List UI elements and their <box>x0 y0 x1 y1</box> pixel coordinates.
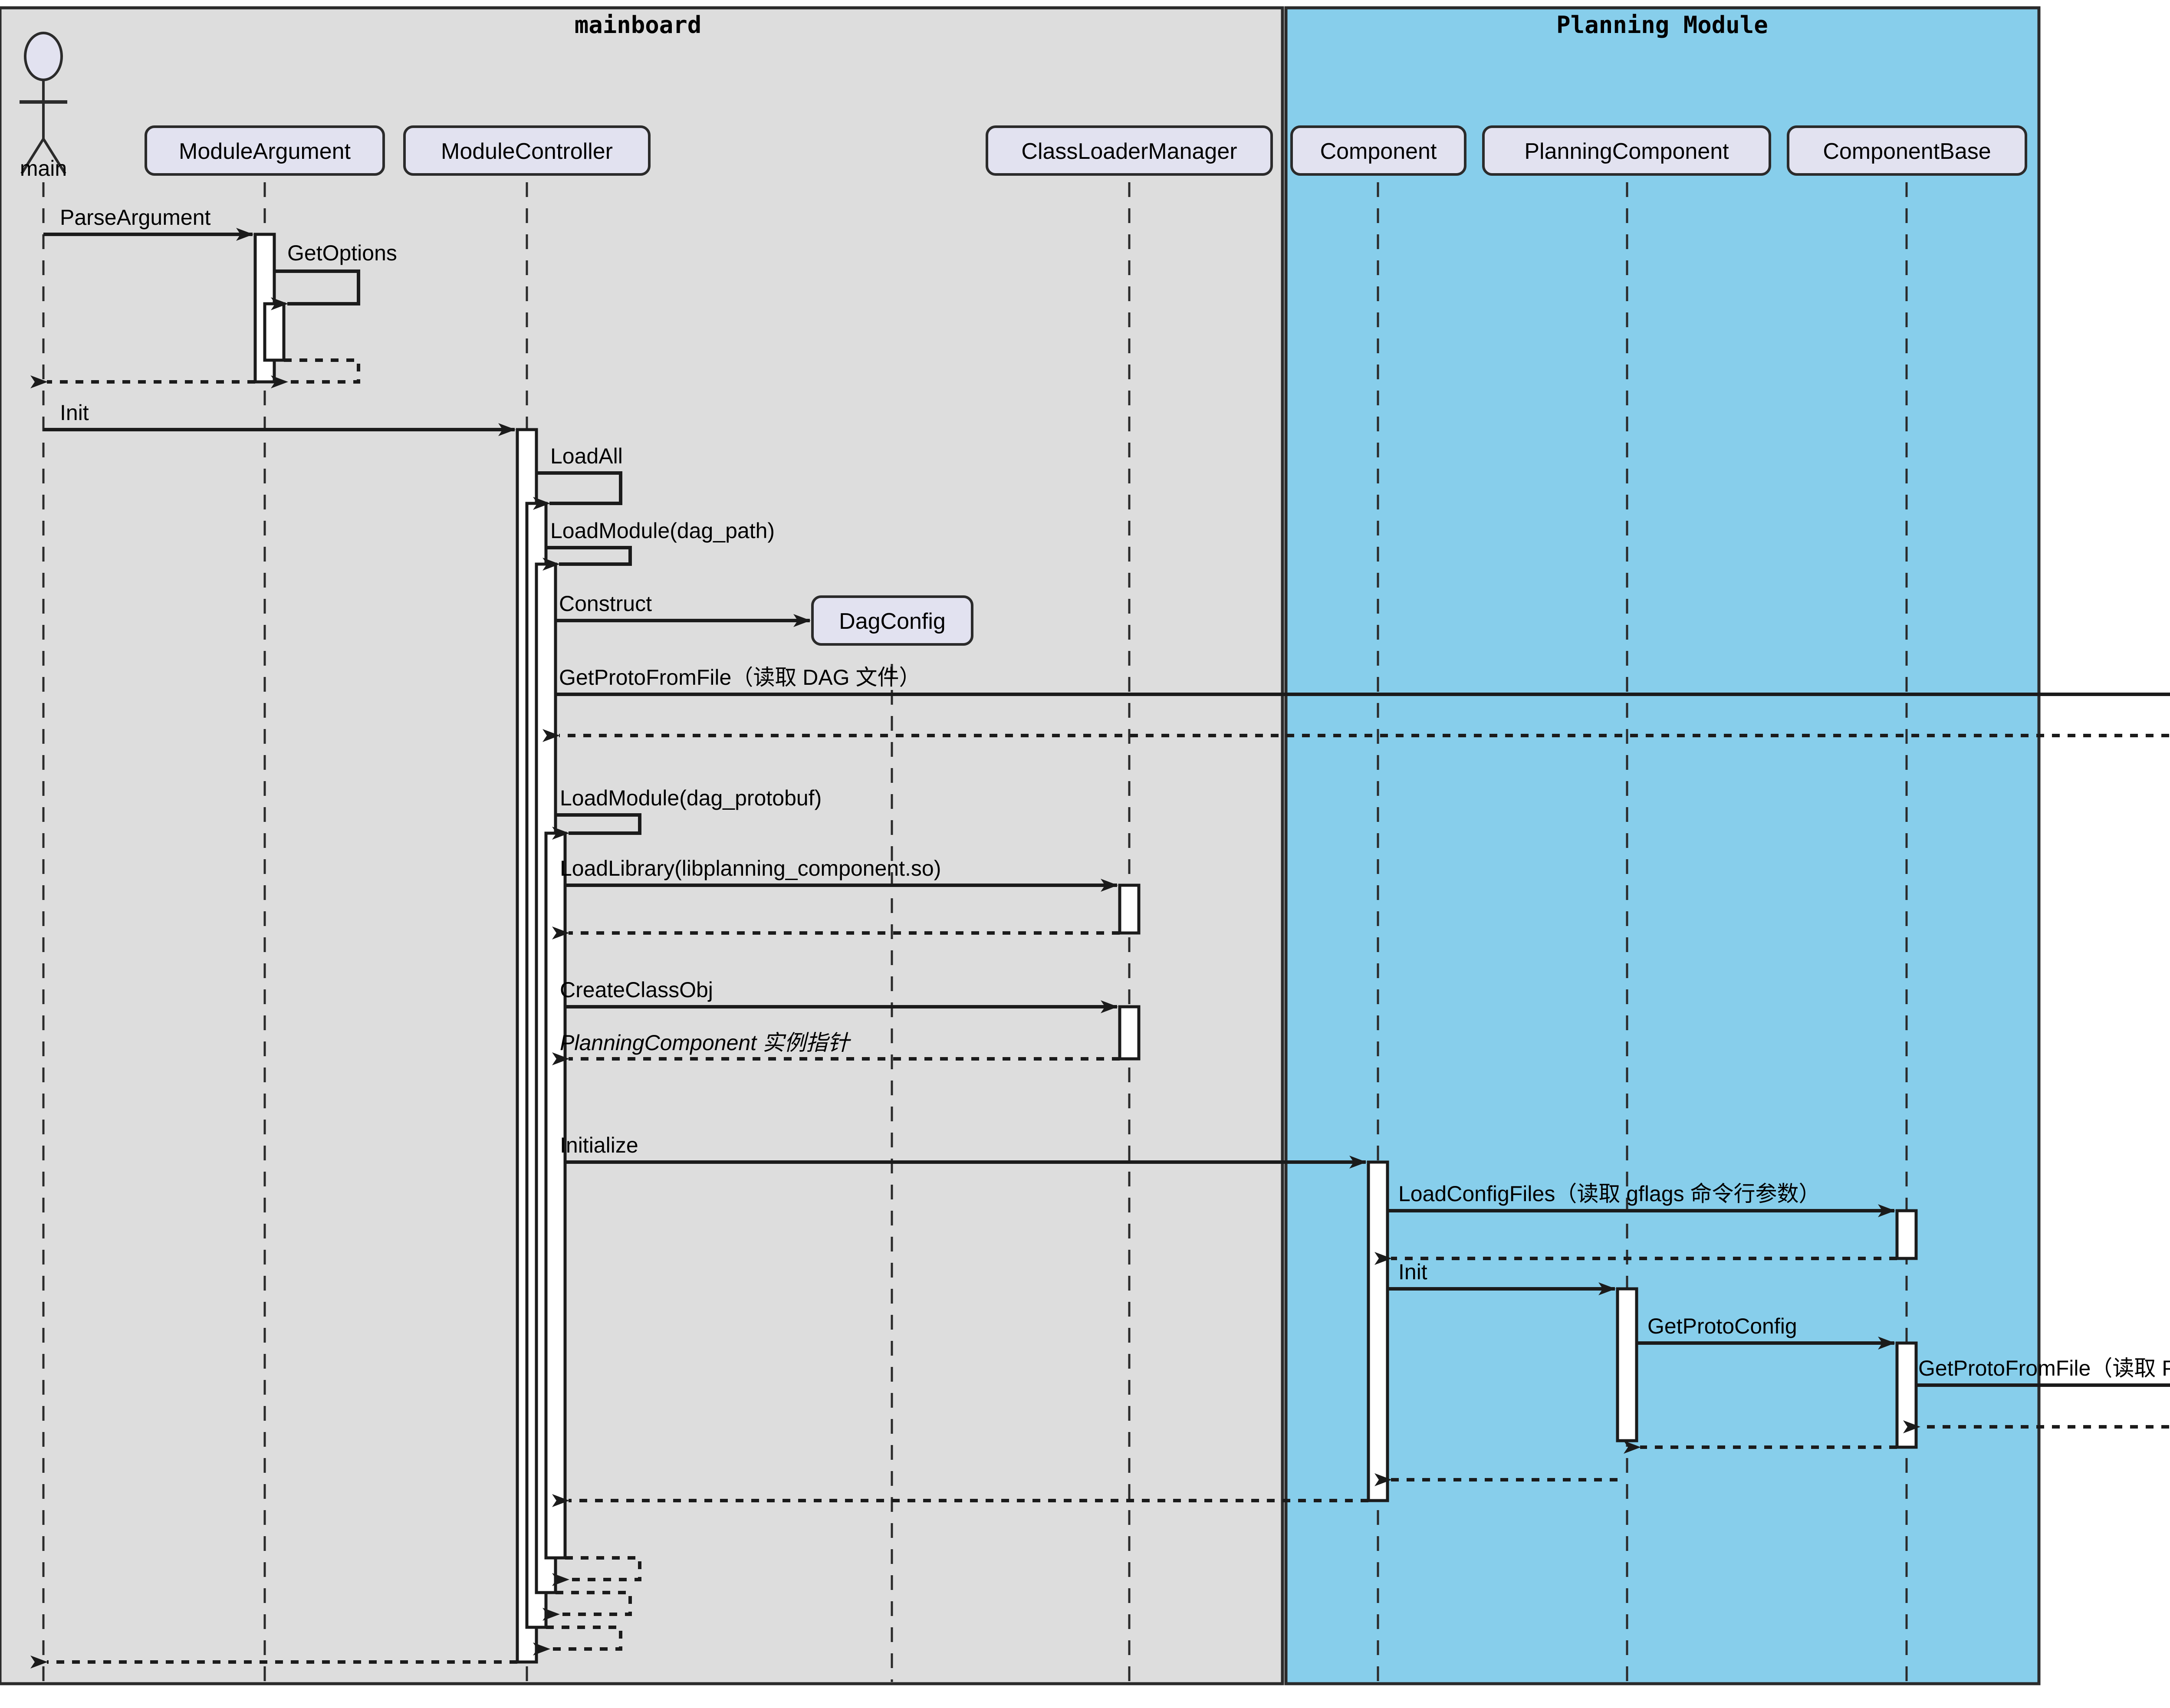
message-LoadModule-dagpath: LoadModule(dag_path) <box>542 519 775 571</box>
message-Init-component: Init <box>1388 1260 1616 1295</box>
message-label-20: GetProtoConfig <box>1647 1314 1797 1338</box>
group-box-planning: Planning Module <box>1284 6 2041 1685</box>
message-GetOptions-return <box>271 358 360 388</box>
activation-ModuleArgument-2 <box>263 302 286 362</box>
message-label-7: LoadModule(dag_path) <box>550 519 775 543</box>
participant-label-ModuleArgument: ModuleArgument <box>179 139 351 164</box>
message-GetProtoFromFile-dag: GetProtoFromFile（读取 DAG 文件） <box>556 665 2170 696</box>
message-label-11: LoadModule(dag_protobuf) <box>560 786 822 810</box>
message-label-6: LoadAll <box>550 444 623 468</box>
actor-head-icon <box>24 32 63 81</box>
message-label-21: GetProtoFromFile（读取 ProtoBuf 参数） <box>1918 1356 2170 1380</box>
message-GetProtoFromFile-protobuf: GetProtoFromFile（读取 ProtoBuf 参数） <box>1917 1356 2170 1387</box>
participant-ClassLoaderManager[interactable]: ClassLoaderManager <box>986 125 1273 176</box>
message-unwind-2 <box>542 1591 632 1621</box>
participant-ModuleController[interactable]: ModuleController <box>403 125 651 176</box>
activation-ClassLoaderManager-1 <box>1118 884 1141 935</box>
activation-Component-1 <box>1367 1160 1389 1502</box>
actor-main[interactable]: main <box>20 32 67 181</box>
message-Construct: Construct <box>556 591 811 627</box>
message-LoadLibrary: LoadLibrary(libplanning_component.so) <box>560 856 1118 892</box>
participant-label-Component: Component <box>1320 139 1437 164</box>
message-CreateClassObj-return: PlanningComponent 实例指针 <box>552 1031 1120 1065</box>
group-box-mainboard: mainboard <box>0 6 1284 1685</box>
message-unwind-1 <box>552 1556 641 1586</box>
message-label-9: GetProtoFromFile（读取 DAG 文件） <box>559 665 921 690</box>
message-GetOptions: GetOptions <box>271 241 397 310</box>
message-label-8: Construct <box>559 591 652 616</box>
actor-label-main: main <box>20 156 67 181</box>
activation-ComponentBase-2 <box>1895 1341 1918 1449</box>
message-LoadAll: LoadAll <box>533 444 623 510</box>
message-label-1: ParseArgument <box>60 205 210 230</box>
activation-ClassLoaderManager-2 <box>1118 1005 1141 1061</box>
message-label-15: PlanningComponent 实例指针 <box>560 1031 852 1055</box>
message-label-12: LoadLibrary(libplanning_component.so) <box>560 856 941 880</box>
message-label-5: Init <box>60 401 89 425</box>
message-LoadModule-dagprotobuf: LoadModule(dag_protobuf) <box>552 786 822 840</box>
message-Init-main: Init <box>43 401 516 436</box>
message-label-17: LoadConfigFiles（读取 gflags 命令行参数） <box>1398 1182 1821 1206</box>
message-label-14: CreateClassObj <box>560 978 713 1002</box>
participant-Component[interactable]: Component <box>1290 125 1466 176</box>
message-ParseArgument: ParseArgument <box>43 205 253 241</box>
participant-ComponentBase[interactable]: ComponentBase <box>1787 125 2027 176</box>
message-CreateClassObj: CreateClassObj <box>560 978 1118 1013</box>
actor-leg-left-icon <box>20 138 45 174</box>
participant-ModuleArgument[interactable]: ModuleArgument <box>145 125 385 176</box>
participant-label-ComponentBase: ComponentBase <box>1823 139 1991 164</box>
participant-label-ClassLoaderManager: ClassLoaderManager <box>1021 139 1237 164</box>
group-label-planning: Planning Module <box>1556 11 1768 39</box>
message-Initialize: Initialize <box>560 1133 1367 1169</box>
actor-leg-right-icon <box>42 138 66 174</box>
message-unwind-3 <box>533 1626 622 1655</box>
participant-label-ModuleController: ModuleController <box>441 139 613 164</box>
participant-label-DagConfig: DagConfig <box>839 609 946 634</box>
activation-bars <box>253 233 1918 1664</box>
activation-ModuleController-4 <box>544 831 567 1560</box>
message-LoadConfigFiles: LoadConfigFiles（读取 gflags 命令行参数） <box>1388 1182 1895 1217</box>
message-GetProtoConfig: GetProtoConfig <box>1637 1314 1895 1350</box>
participant-PlanningComponent[interactable]: PlanningComponent <box>1482 125 1771 176</box>
participant-label-PlanningComponent: PlanningComponent <box>1524 139 1729 164</box>
message-label-16: Initialize <box>560 1133 638 1157</box>
message-label-19: Init <box>1398 1260 1427 1284</box>
activation-PlanningComponent-1 <box>1616 1287 1638 1442</box>
participant-DagConfig[interactable]: DagConfig <box>811 595 973 646</box>
message-label-2: GetOptions <box>287 241 397 265</box>
group-label-mainboard: mainboard <box>575 11 702 39</box>
activation-ComponentBase-1 <box>1895 1209 1918 1260</box>
